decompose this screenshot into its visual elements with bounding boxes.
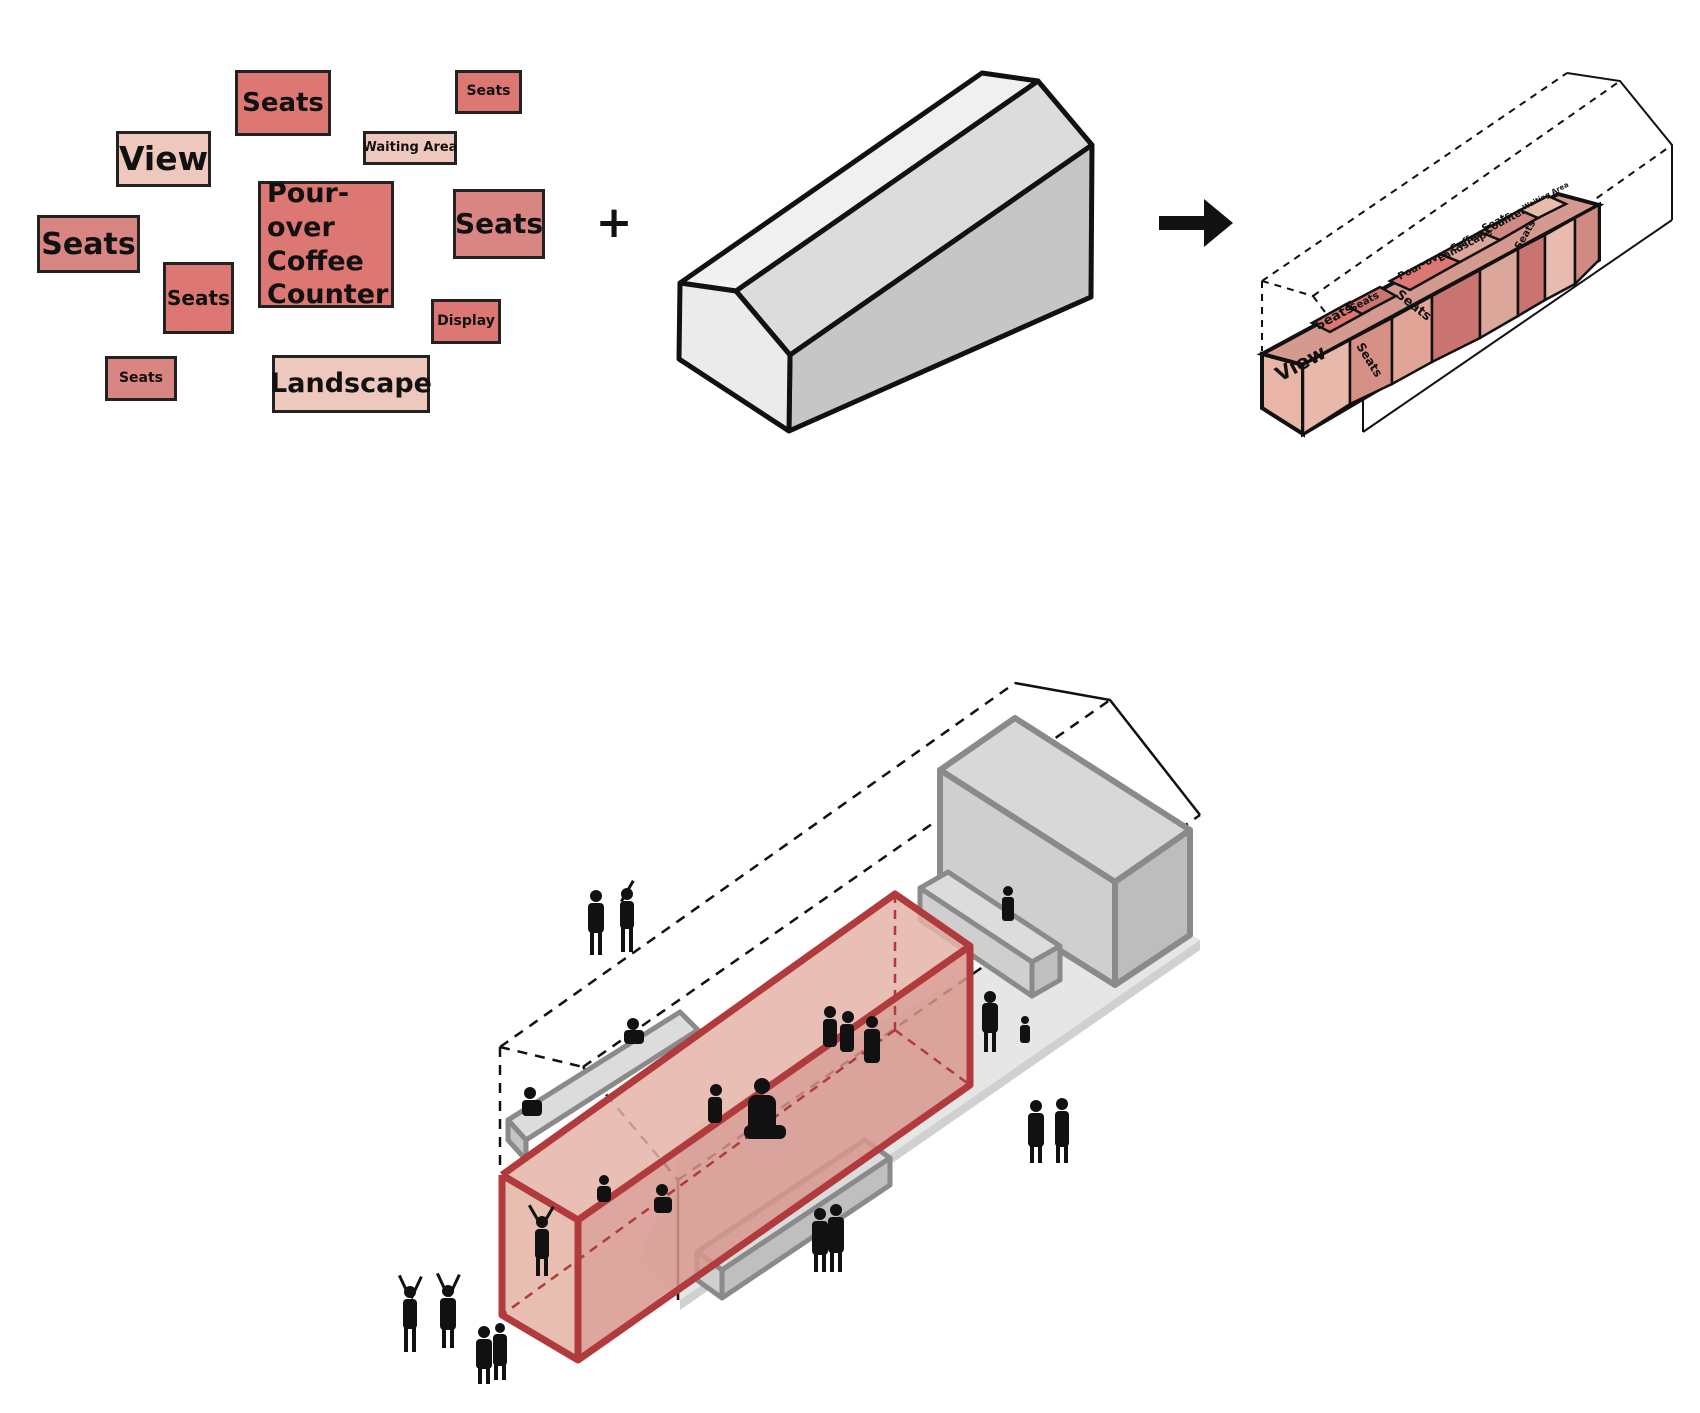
- program-box-label: Seats: [167, 286, 230, 310]
- person-icon: [527, 1204, 555, 1276]
- house-volume: [676, 70, 1095, 434]
- person-icon: [744, 1078, 786, 1139]
- people-silhouettes: [398, 880, 1069, 1384]
- program-box-seats: Seats: [163, 262, 234, 334]
- program-box-label: View: [118, 138, 209, 178]
- person-icon: [588, 890, 604, 955]
- program-box-seats: Seats: [235, 70, 331, 136]
- arrow-right-icon: [1159, 199, 1233, 247]
- top-diagrams: View Seats Seats Seats Seats Pour-over C…: [676, 70, 1673, 438]
- program-box-view: View: [116, 131, 211, 187]
- program-box-label: Seats: [454, 206, 544, 240]
- program-box-seats: Seats: [37, 215, 140, 273]
- program-box-label: Display: [437, 312, 495, 329]
- person-icon: [982, 991, 998, 1052]
- program-box-pour-over-coffee-counter: Pour-over Coffee Counter: [258, 178, 394, 310]
- person-icon: [840, 1011, 854, 1052]
- program-box-label: Seats: [41, 226, 136, 262]
- person-icon: [493, 1323, 507, 1380]
- person-icon: [619, 880, 635, 952]
- program-box-label: Landscape: [270, 368, 432, 400]
- person-icon: [1028, 1100, 1044, 1163]
- person-icon: [476, 1326, 492, 1384]
- person-icon: [398, 1274, 423, 1352]
- bench-left: [505, 1009, 701, 1163]
- program-box-display: Display: [431, 299, 501, 344]
- program-box-label: Waiting Area: [362, 139, 458, 155]
- person-icon: [1002, 886, 1014, 921]
- person-icon: [597, 1175, 611, 1202]
- program-box-waiting-area: Waiting Area: [363, 131, 457, 165]
- program-box-seats: Seats: [455, 70, 522, 114]
- program-box-label: Seats: [118, 369, 164, 386]
- plus-sign: +: [595, 197, 633, 248]
- person-icon: [823, 1006, 837, 1047]
- assembled-diagram: View Seats Seats Seats Seats Pour-over C…: [1256, 72, 1673, 438]
- program-box-landscape: Landscape: [270, 355, 432, 413]
- person-icon: [1020, 1016, 1030, 1043]
- person-icon: [522, 1087, 542, 1116]
- axonometric-scene: [398, 681, 1201, 1384]
- program-box-label: Pour-over Coffee Counter: [267, 178, 389, 311]
- person-icon: [812, 1208, 828, 1272]
- program-box-seats: Seats: [105, 356, 177, 401]
- person-icon: [654, 1184, 672, 1213]
- person-icon: [624, 1018, 644, 1044]
- person-icon: [708, 1084, 722, 1123]
- person-icon: [864, 1016, 880, 1063]
- program-box-label: Seats: [466, 83, 511, 100]
- person-icon: [1055, 1098, 1069, 1163]
- person-icon: [435, 1272, 461, 1348]
- program-box-seats: Seats: [453, 189, 545, 259]
- program-box-label: Seats: [242, 87, 324, 118]
- person-icon: [828, 1204, 844, 1272]
- grey-block: [937, 715, 1193, 988]
